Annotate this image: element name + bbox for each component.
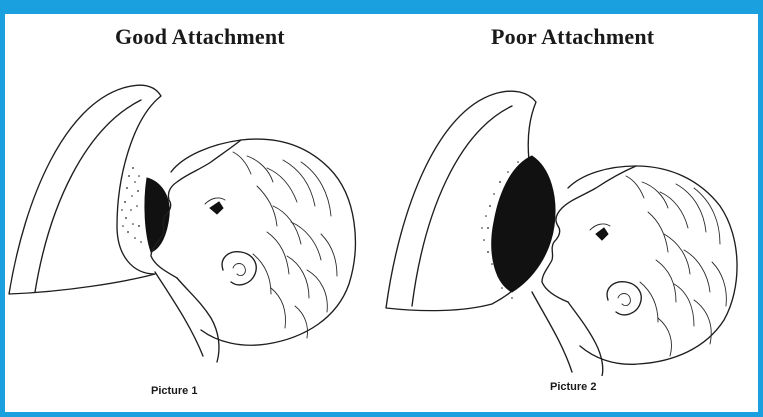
caption-picture-2: Picture 2	[550, 381, 596, 393]
baby-neck-line	[568, 302, 603, 376]
baby-eye	[596, 228, 608, 240]
title-good-attachment: Good Attachment	[115, 24, 285, 50]
baby-ear	[607, 282, 641, 315]
good-attachment-illustration	[5, 56, 365, 376]
areola-stipple	[121, 167, 142, 243]
baby-head-outline	[568, 166, 737, 364]
baby-shoulder-line	[155, 272, 203, 356]
breast-inner-line	[412, 106, 512, 306]
baby-hair	[626, 176, 726, 356]
baby-shoulder-line	[532, 292, 572, 372]
baby-ear	[222, 252, 256, 285]
poor-attachment-illustration	[382, 56, 742, 376]
title-poor-attachment: Poor Attachment	[491, 24, 654, 50]
baby-eye	[210, 202, 223, 214]
caption-picture-1: Picture 1	[151, 385, 197, 397]
breast-outline	[9, 85, 161, 294]
baby-neck-line	[177, 278, 219, 362]
baby-hair	[233, 152, 337, 338]
breast-inner-line	[35, 100, 141, 292]
